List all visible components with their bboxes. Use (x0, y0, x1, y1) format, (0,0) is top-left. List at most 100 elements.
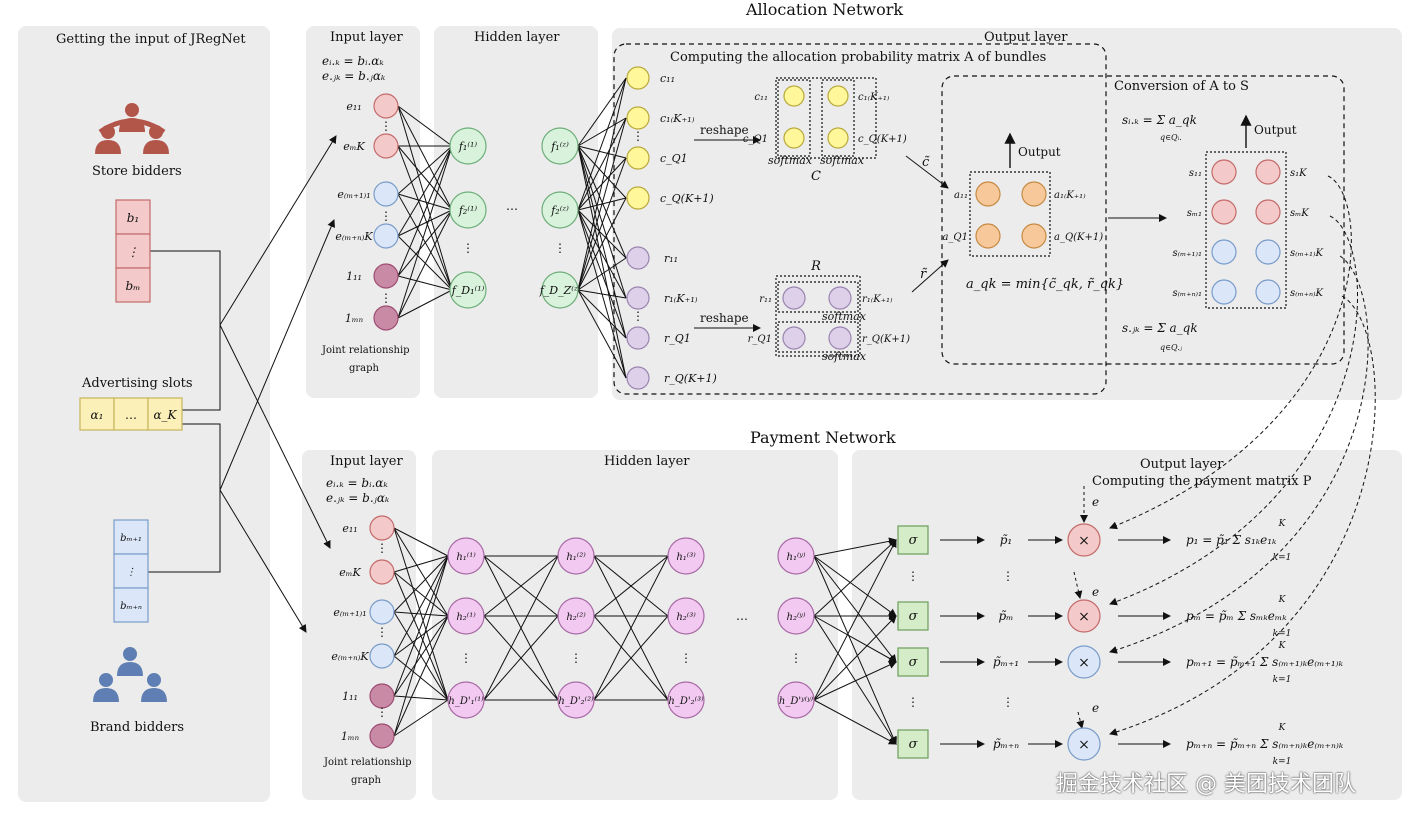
slot-value: … (125, 408, 137, 422)
alloc-input-hidden-edge (397, 105, 453, 147)
alloc-hidden-output-edge (577, 209, 627, 299)
alloc-hidden-output-edge (577, 77, 627, 291)
pay-hidden-panel (432, 450, 838, 800)
S-left-label: s₁₁ (1189, 168, 1202, 179)
A-cell-node (1021, 223, 1047, 249)
p-tilde-label: p̃ₘ₊₁ (993, 655, 1019, 669)
pay-input-hidden-edge (393, 615, 449, 657)
ellipsis: ⋮ (632, 309, 644, 323)
alloc-hidden-output-edge (577, 257, 627, 291)
c-label: c₁₁ (660, 72, 675, 85)
pay-hidden-node (557, 597, 595, 635)
c-tilde-arrow (905, 155, 949, 189)
pay-hidden-sigma-edge (813, 615, 897, 663)
store-bid-value: bₘ (125, 279, 140, 293)
alloc-hidden-output-edge (577, 117, 627, 211)
C-cell-node (783, 127, 805, 149)
R-col-label: r₁₍K₊₁₎ (862, 294, 893, 305)
alloc-hidden-output-edge (577, 157, 627, 291)
brand-bid-cell (113, 519, 149, 555)
softmax-label: softmax (820, 154, 865, 167)
softmax-label: softmax (822, 350, 867, 363)
merge-to-alloc-arrow (219, 135, 337, 326)
alloc-input-node (373, 305, 399, 331)
ellipsis: ⋮ (380, 291, 392, 305)
brand-bidders-label: Brand bidders (90, 720, 185, 735)
pay-input-hidden-edge (393, 615, 449, 697)
person-body (95, 140, 121, 154)
e-label: e (1092, 701, 1099, 715)
multiply-node (1067, 727, 1101, 761)
c-label: c_Q1 (660, 152, 688, 165)
store-bidders-label: Store bidders (92, 164, 182, 179)
alloc-output-title: Output layer (984, 30, 1068, 45)
alloc-input-node (373, 263, 399, 289)
pay-hidden-node (557, 537, 595, 575)
pay-hidden-node (667, 537, 705, 575)
c-tilde-label: c̃ (922, 155, 930, 170)
S-right-label: sₘK (1290, 208, 1309, 219)
pay-hidden-label: h_D'₂⁽³⁾ (668, 696, 704, 707)
pay-hidden-label: h₁⁽¹⁾ (456, 552, 476, 563)
pay-input-hidden-edge (393, 611, 449, 617)
alloc-input-hidden-edge (397, 209, 453, 319)
store-bid-cell (115, 199, 151, 235)
pay-hidden-label: h₂⁽²⁾ (566, 612, 586, 623)
r-node (626, 326, 650, 350)
merge-to-pay-arrow-1 (219, 324, 331, 549)
sum-upper-limit: K (1278, 595, 1287, 605)
alloc-input-label: 1ₘₙ (345, 312, 363, 325)
store-bid-value: b₁ (127, 211, 140, 225)
C-col-label: c₁₍K₊₁₎ (858, 92, 890, 103)
multiply-symbol: × (1078, 737, 1090, 753)
pay-hidden-sigma-edge (813, 699, 897, 745)
alloc-hidden-node (541, 191, 579, 229)
ellipsis: ⋮ (907, 695, 919, 709)
alloc-hidden-node (541, 127, 579, 165)
s1K-to-p1-curve (1109, 175, 1352, 530)
alloc-hidden-output-edge (577, 117, 627, 291)
multiply-symbol: × (1078, 609, 1090, 625)
multiply-node (1067, 645, 1101, 679)
conversion-box (941, 75, 1345, 365)
C-matrix-box (775, 77, 877, 159)
R-cell-node (782, 286, 806, 310)
C-cell-node (827, 85, 849, 107)
pay-compute-title: Computing the payment matrix P (1092, 474, 1312, 489)
pay-hidden-label: h₁⁽ʸ⁾ (787, 552, 806, 563)
alloc-hidden-node (449, 271, 487, 309)
ellipsis: ⋮ (460, 651, 472, 665)
alloc-hidden-output-edge (577, 289, 627, 299)
C-matrix-label: C (811, 169, 821, 184)
pay-input-hidden-edge (393, 699, 449, 737)
R-sub-box (777, 281, 859, 313)
alloc-hidden-output-edge (577, 145, 627, 259)
S-cell-node (1255, 159, 1281, 185)
R-col-label: r_Q(K+1) (862, 334, 910, 345)
store-bid-value: ⋮ (127, 245, 139, 259)
A-matrix-box (969, 171, 1051, 257)
p-tilde-label: p̃ₘ (998, 609, 1013, 623)
c-node (626, 66, 650, 90)
R-cell-node (782, 326, 806, 350)
pay-input-label: e₍ₘ₊₁₎₁ (333, 606, 366, 619)
s-row-equation: sᵢ.ₖ = Σ a_qk (1122, 113, 1197, 127)
alloc-compute-box (613, 43, 1107, 395)
merge-to-alloc-arrow-2 (219, 219, 335, 491)
pay-hidden-sigma-edge (813, 539, 897, 617)
alloc-input-hidden-edge (397, 193, 453, 291)
A-label: a₁₁ (954, 190, 968, 201)
e-dashed-arrow (1073, 571, 1083, 599)
sum-lower-limit: k=1 (1273, 629, 1292, 639)
r-tilde-label: r̃ (920, 267, 928, 282)
alloc-input-hidden-edge (397, 209, 453, 237)
ellipsis: … (506, 199, 518, 213)
ellipsis: ⋮ (376, 705, 388, 719)
softmax-label: softmax (768, 154, 813, 167)
alloc-input-hidden-edge (397, 289, 453, 319)
alloc-input-node (373, 223, 399, 249)
advertising-slots-label: Advertising slots (82, 376, 193, 391)
person-head (99, 673, 113, 687)
person-head (147, 673, 161, 687)
